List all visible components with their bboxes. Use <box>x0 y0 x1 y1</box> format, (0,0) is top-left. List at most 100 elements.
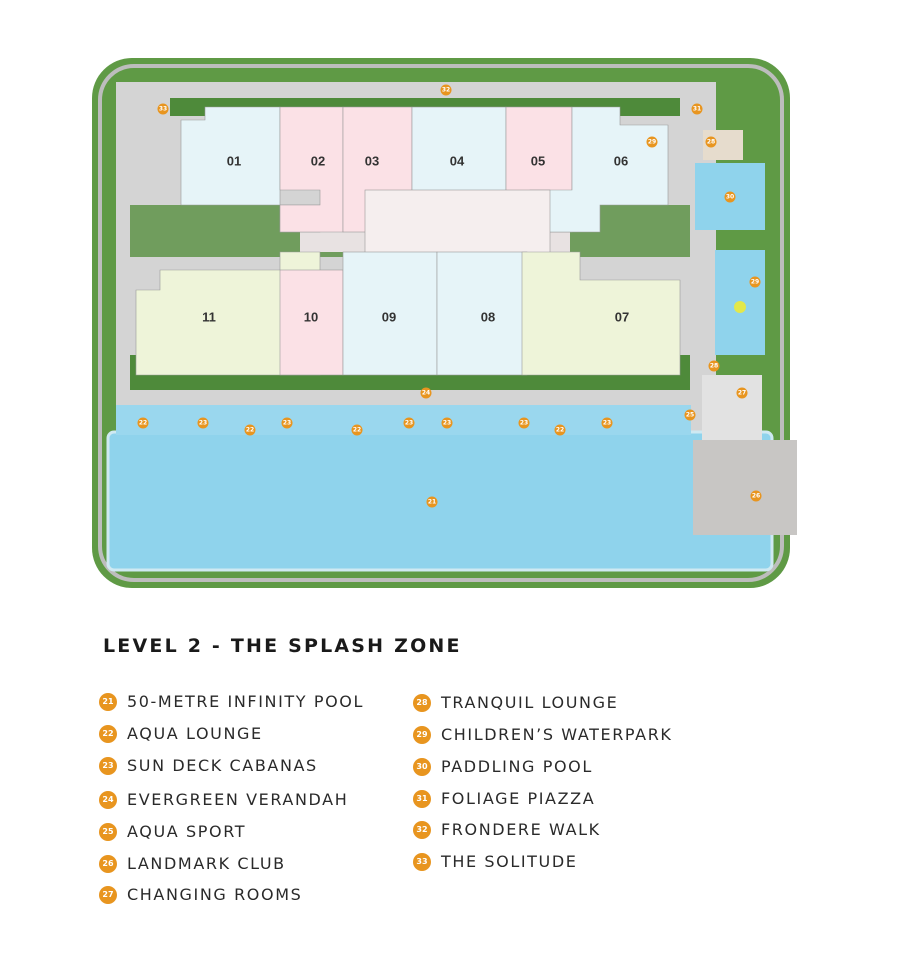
marker-number: 26 <box>752 493 760 500</box>
legend-number-badge: 28 <box>413 693 431 712</box>
legend-item: 28 TRANQUIL LOUNGE <box>413 693 618 712</box>
marker-29: 29 <box>749 276 761 288</box>
marker-number: 23 <box>199 420 207 427</box>
marker-number: 30 <box>726 194 734 201</box>
marker-circle <box>157 103 169 115</box>
legend-number-badge: 24 <box>99 790 117 809</box>
marker-23: 23 <box>601 417 613 429</box>
marker-number: 25 <box>686 412 694 419</box>
marker-22: 22 <box>137 417 149 429</box>
legend-label: CHILDREN’S WATERPARK <box>441 725 673 744</box>
legend-number-badge: 27 <box>99 885 117 904</box>
marker-number: 23 <box>603 420 611 427</box>
marker-circle <box>351 424 363 436</box>
landmark-club <box>693 440 797 535</box>
marker-circle <box>197 417 209 429</box>
marker-31: 31 <box>691 103 703 115</box>
marker-21: 21 <box>426 496 438 508</box>
marker-number: 22 <box>556 427 564 434</box>
marker-circle <box>441 417 453 429</box>
marker-number: 23 <box>520 420 528 427</box>
marker-28: 28 <box>708 360 720 372</box>
marker-circle <box>691 103 703 115</box>
marker-26: 26 <box>750 490 762 502</box>
marker-number: 23 <box>283 420 291 427</box>
legend-item: 32 FRONDERE WALK <box>413 820 601 839</box>
marker-number: 28 <box>707 139 715 146</box>
marker-number: 31 <box>693 106 701 113</box>
marker-30: 30 <box>724 191 736 203</box>
unit-label-01: 01 <box>227 153 241 168</box>
legend-label: FRONDERE WALK <box>441 820 601 839</box>
marker-23: 23 <box>403 417 415 429</box>
unit-label-05: 05 <box>531 153 545 168</box>
marker-circle <box>554 424 566 436</box>
marker-number: 33 <box>159 106 167 113</box>
legend-number-badge: 23 <box>99 756 117 775</box>
marker-number: 27 <box>738 390 746 397</box>
marker-23: 23 <box>518 417 530 429</box>
marker-circle <box>705 136 717 148</box>
marker-22: 22 <box>351 424 363 436</box>
marker-28: 28 <box>705 136 717 148</box>
marker-23: 23 <box>281 417 293 429</box>
legend-number-badge: 21 <box>99 692 117 711</box>
unit-label-08: 08 <box>481 309 495 324</box>
marker-27: 27 <box>736 387 748 399</box>
changing-rooms <box>702 375 762 440</box>
aqua-lounge-strip <box>116 405 691 435</box>
legend-label: LANDMARK CLUB <box>127 854 286 873</box>
marker-29: 29 <box>646 136 658 148</box>
unit-label-04: 04 <box>450 153 465 168</box>
legend-number-badge: 32 <box>413 820 431 839</box>
marker-circle <box>736 387 748 399</box>
marker-number: 32 <box>442 87 450 94</box>
unit-label-06: 06 <box>614 153 628 168</box>
legend-number-badge: 30 <box>413 757 431 776</box>
legend-item: 26 LANDMARK CLUB <box>99 854 286 873</box>
legend-label: EVERGREEN VERANDAH <box>127 790 349 809</box>
unit-label-03: 03 <box>365 153 379 168</box>
unit-07 <box>521 251 681 376</box>
marker-circle <box>426 496 438 508</box>
legend-label: TRANQUIL LOUNGE <box>441 693 619 712</box>
unit-label-09: 09 <box>382 309 396 324</box>
perimeter-path <box>98 64 784 582</box>
marker-circle <box>403 417 415 429</box>
legend-number-badge: 25 <box>99 822 117 841</box>
unit-11 <box>135 251 321 376</box>
marker-circle <box>244 424 256 436</box>
marker-number: 29 <box>751 279 759 286</box>
marker-number: 23 <box>443 420 451 427</box>
marker-circle <box>440 84 452 96</box>
marker-circle <box>708 360 720 372</box>
legend-label: THE SOLITUDE <box>441 852 578 871</box>
marker-22: 22 <box>244 424 256 436</box>
legend-item: 24 EVERGREEN VERANDAH <box>99 790 348 809</box>
paving-east <box>680 95 702 445</box>
legend-label: CHANGING ROOMS <box>127 885 303 904</box>
legend-item: 27 CHANGING ROOMS <box>99 885 302 904</box>
unit-02 <box>279 106 344 233</box>
legend-number-badge: 26 <box>99 854 117 873</box>
legend-label: 50-METRE INFINITY POOL <box>127 692 365 711</box>
marker-circle <box>749 276 761 288</box>
marker-number: 21 <box>428 499 436 506</box>
unit-label-10: 10 <box>304 309 318 324</box>
marker-number: 22 <box>353 427 361 434</box>
unit-label-02: 02 <box>311 153 325 168</box>
unit-09 <box>342 251 438 376</box>
marker-number: 23 <box>405 420 413 427</box>
marker-circle <box>724 191 736 203</box>
marker-23: 23 <box>441 417 453 429</box>
marker-circle <box>684 409 696 421</box>
legend-label: AQUA LOUNGE <box>127 724 263 743</box>
unit-10 <box>279 269 344 376</box>
